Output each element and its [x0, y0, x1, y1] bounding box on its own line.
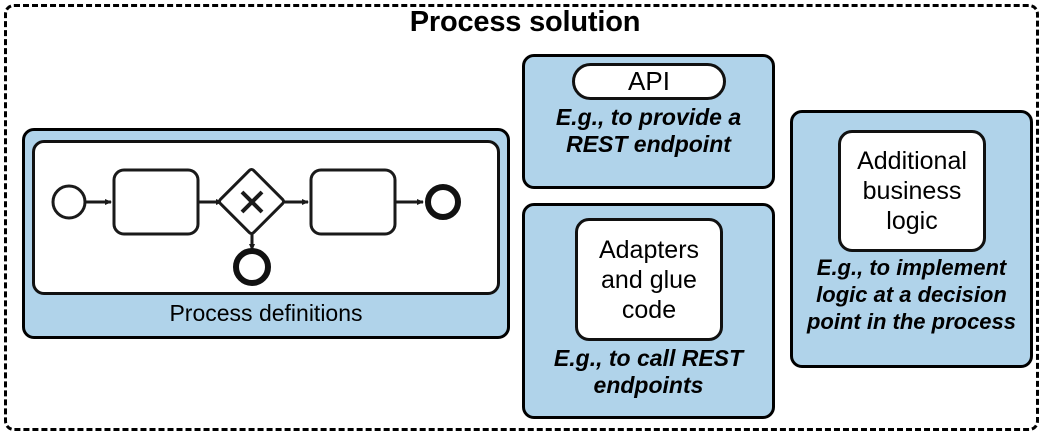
- api-caption: E.g., to provide a REST endpoint: [555, 104, 742, 157]
- end-event-branch-icon: [233, 248, 271, 286]
- panel-label-process-definitions: Process definitions: [169, 300, 363, 326]
- adapters-title-box: Adapters and glue code: [575, 218, 723, 341]
- bpmn-process-model: [51, 168, 461, 286]
- page-title: Process solution: [409, 6, 641, 38]
- task-1-shape: [112, 168, 200, 236]
- task-2-shape: [309, 168, 397, 236]
- additional-business-logic-title-box: Additional business logic: [838, 130, 986, 252]
- process-solution-container: [4, 4, 1039, 431]
- additional-business-logic-caption: E.g., to implement logic at a decision p…: [806, 255, 1017, 334]
- gateway-x-icon-2: [240, 190, 264, 214]
- end-event-main-icon: [425, 184, 461, 220]
- api-title-box: API: [572, 63, 726, 100]
- start-event-icon: [51, 184, 87, 220]
- adapters-caption: E.g., to call REST endpoints: [553, 345, 744, 398]
